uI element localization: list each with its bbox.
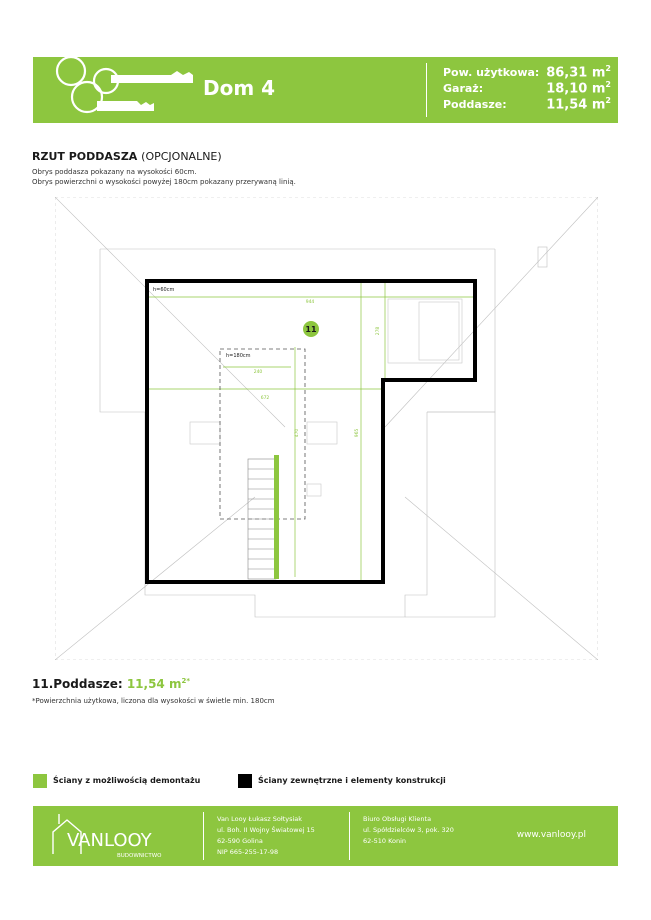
roof-outline bbox=[55, 197, 598, 660]
dim-965: 965 bbox=[354, 429, 360, 438]
dim-944: 944 bbox=[306, 299, 315, 305]
footer-banner: VANLOOY BUDOWNICTWO Van Looy Łukasz Sołt… bbox=[33, 806, 618, 866]
stat-label: Poddasze: bbox=[443, 98, 507, 111]
exterior-walls bbox=[145, 279, 477, 584]
svg-text:BUDOWNICTWO: BUDOWNICTWO bbox=[117, 853, 162, 859]
page-title: Dom 4 bbox=[203, 76, 276, 100]
stat-value: 18,10 m2 bbox=[546, 80, 611, 97]
stat-value: 11,54 m2 bbox=[546, 96, 611, 113]
keys-icon bbox=[55, 57, 193, 114]
legend-label: Ściany z możliwością demontażu bbox=[53, 776, 201, 785]
footer-divider bbox=[349, 812, 350, 860]
footer-divider bbox=[203, 812, 204, 860]
dim-240: 240 bbox=[254, 369, 263, 375]
dim-470: 470 bbox=[294, 429, 300, 438]
stat-garage: Garaż: 18,10 m2 bbox=[443, 80, 611, 96]
dimension-lines bbox=[149, 283, 475, 580]
company-info: Van Looy Łukasz Sołtysiak ul. Boh. II Wo… bbox=[217, 815, 315, 856]
legend-label: Ściany zewnętrzne i elementy konstrukcji bbox=[258, 776, 446, 785]
furniture-outlines bbox=[189, 298, 463, 497]
area-stats: Pow. użytkowa: 86,31 m2 Garaż: 18,10 m2 … bbox=[443, 64, 611, 112]
area-footnote: *Powierzchnia użytkowa, liczona dla wyso… bbox=[32, 697, 275, 705]
legend-swatch-black bbox=[238, 774, 252, 788]
stat-value: 86,31 m2 bbox=[546, 64, 611, 81]
dim-672: 672 bbox=[261, 395, 270, 401]
room-marker bbox=[303, 321, 319, 337]
dim-278: 278 bbox=[375, 327, 381, 336]
header-divider bbox=[426, 63, 427, 117]
website-link[interactable]: www.vanlooy.pl bbox=[516, 830, 586, 840]
stat-attic: Poddasze: 11,54 m2 bbox=[443, 96, 611, 112]
vanlooy-logo: VANLOOY BUDOWNICTWO bbox=[52, 814, 162, 859]
header-banner: Dom 4 Pow. użytkowa: 86,31 m2 Garaż: 18,… bbox=[33, 57, 618, 123]
note-outline-180: Obrys powierzchni o wysokości powyżej 18… bbox=[32, 178, 296, 186]
floor-plan: 11 h=60cm h=180cm 944 240 672 278 470 96… bbox=[55, 197, 598, 660]
room-number: 11 bbox=[305, 325, 317, 334]
label-h60: h=60cm bbox=[153, 287, 174, 293]
demountable-wall bbox=[274, 455, 279, 579]
stairs bbox=[247, 458, 277, 580]
office-info: Biuro Obsługi Klienta ul. Spółdzielców 3… bbox=[363, 815, 454, 845]
attic-area-value: 11,54 m2* bbox=[126, 677, 190, 691]
stat-label: Pow. użytkowa: bbox=[443, 66, 540, 79]
svg-text:VANLOOY: VANLOOY bbox=[67, 830, 153, 851]
attic-summary: 11.Poddasze: 11,54 m2* bbox=[32, 677, 190, 691]
legend-swatch-green bbox=[33, 774, 47, 788]
stat-label: Garaż: bbox=[443, 82, 484, 95]
label-h180: h=180cm bbox=[226, 353, 251, 359]
note-outline-60: Obrys poddasza pokazany na wysokości 60c… bbox=[32, 168, 197, 176]
stat-usable-area: Pow. użytkowa: 86,31 m2 bbox=[443, 64, 611, 80]
section-title: RZUT PODDASZA (OPCJONALNE) bbox=[32, 150, 222, 163]
